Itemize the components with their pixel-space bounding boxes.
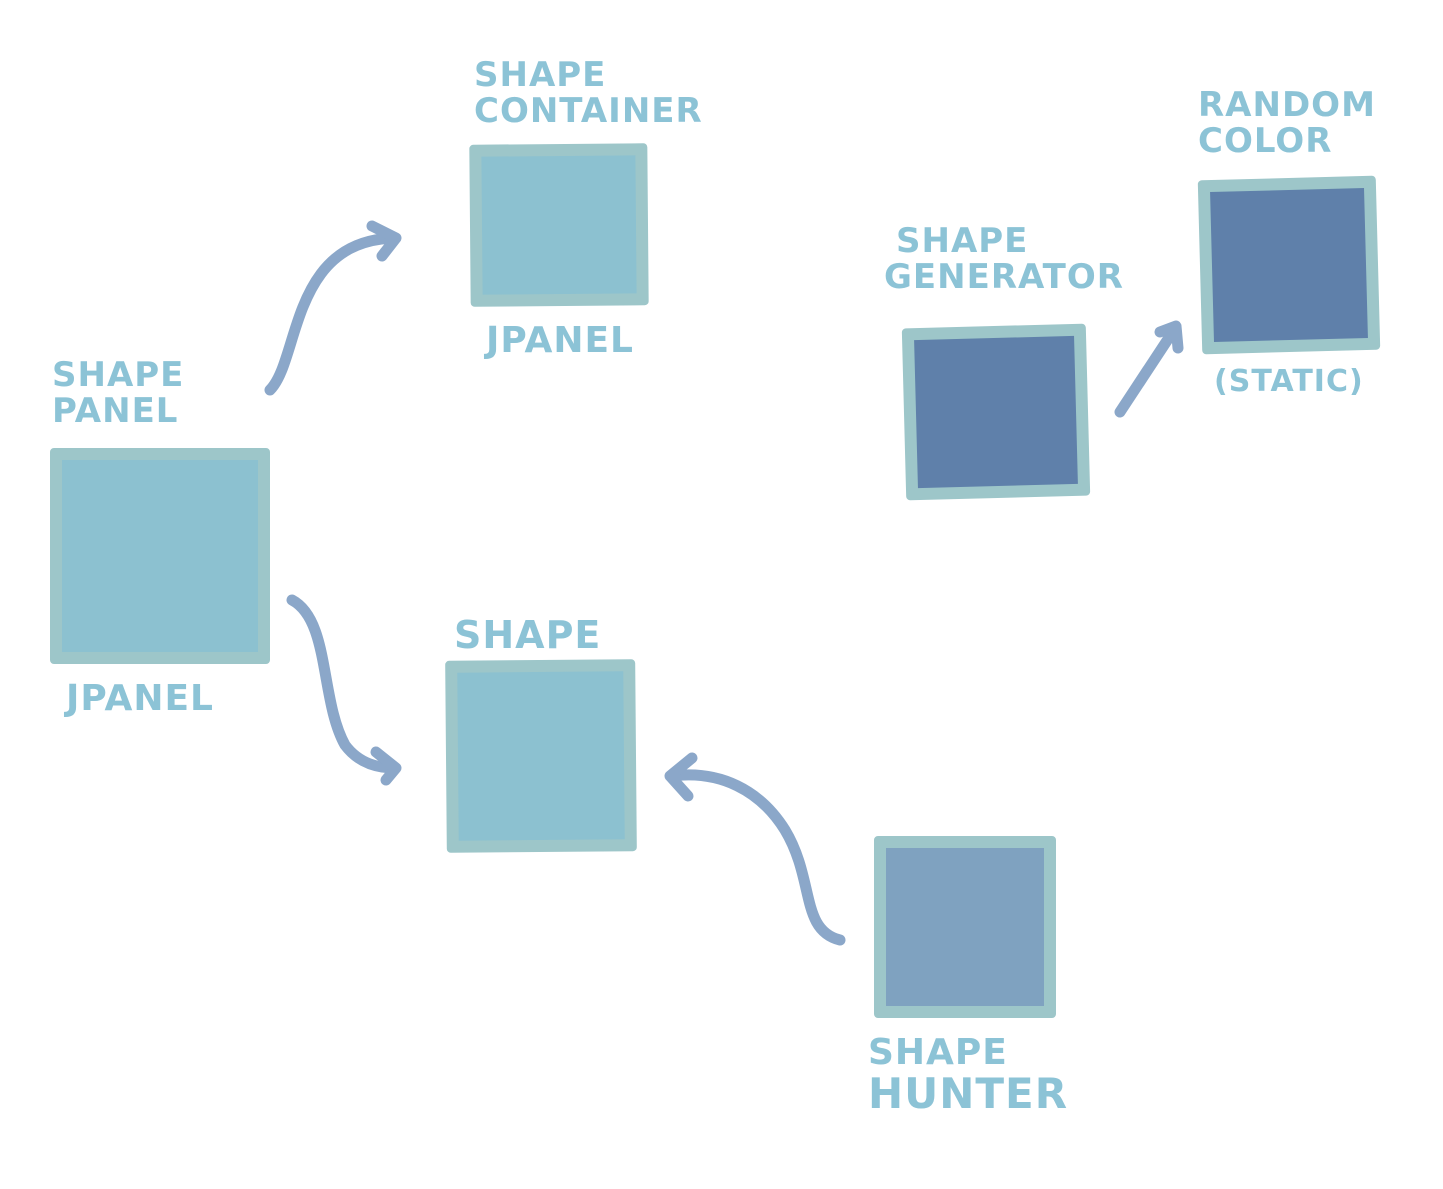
shape-panel-subtitle: JPANEL [66, 678, 214, 719]
random-color-title-line-1: RANDOM [1198, 85, 1376, 125]
shape-panel-box [50, 448, 270, 664]
arrow-shapepanel-to-shape [286, 594, 401, 774]
shape-panel-title-line-2: PANEL [52, 390, 179, 431]
shape-hunter-title: SHAPE HUNTER [868, 1034, 1068, 1116]
arrow-shapehunter-to-shape [666, 769, 846, 946]
random-color-title-line-2: COLOR [1198, 120, 1333, 161]
shape-container-title-line-1: SHAPE [474, 55, 607, 95]
shape-generator-box [901, 323, 1091, 501]
arrow-shapegenerator-to-randomcolor [1114, 324, 1180, 418]
shape-generator-title-line-2: GENERATOR [884, 256, 1124, 297]
shape-generator-title-line-1: SHAPE [896, 221, 1029, 261]
shape-box [445, 659, 637, 853]
arrowhead-shapepanel-to-shapecontainer [366, 220, 402, 262]
shape-title-line-1: SHAPE [454, 613, 602, 657]
shape-container-subtitle: JPANEL [486, 320, 634, 361]
arrowhead-shapegenerator-to-randomcolor [1154, 320, 1184, 354]
shape-container-title: SHAPE CONTAINER [474, 55, 703, 131]
shape-container-title-line-2: CONTAINER [474, 90, 703, 131]
shape-hunter-title-line-1: SHAPE [868, 1032, 1008, 1073]
shape-hunter-title-line-2: HUNTER [868, 1068, 1069, 1118]
shape-container-box [469, 143, 649, 307]
shape-generator-title: SHAPE GENERATOR [884, 221, 1124, 297]
shape-hunter-box [874, 836, 1056, 1018]
random-color-box [1197, 175, 1381, 355]
random-color-subtitle: (STATIC) [1214, 364, 1364, 399]
shape-panel-title-line-1: SHAPE [52, 355, 185, 395]
arrowhead-shapehunter-to-shape [664, 752, 698, 802]
shape-title: SHAPE [454, 613, 602, 657]
arrowhead-shapepanel-to-shape [370, 746, 402, 786]
random-color-title: RANDOM COLOR [1198, 85, 1376, 161]
shape-panel-title: SHAPE PANEL [52, 355, 185, 431]
arrow-shapepanel-to-shapecontainer [264, 232, 401, 396]
